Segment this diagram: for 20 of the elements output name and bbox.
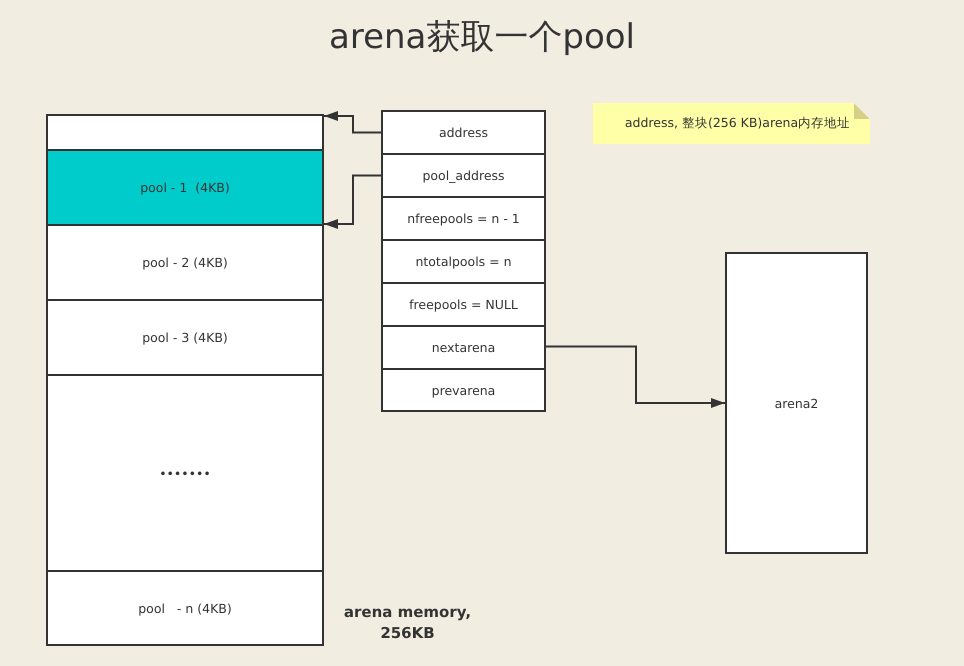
diagram-title: arena获取一个pool bbox=[328, 16, 636, 59]
caption-label: arena memory, 256KB bbox=[342, 602, 472, 644]
pool-block: pool - 2 (4KB) bbox=[46, 224, 324, 301]
pool-block: pool - n (4KB) bbox=[46, 570, 324, 646]
field-cell: address bbox=[381, 110, 546, 155]
field-cell: ntotalpools = n bbox=[381, 239, 546, 284]
field-cell: pool_address bbox=[381, 153, 546, 198]
arrow bbox=[546, 346, 725, 408]
pool-block: pool - 1 (4KB) bbox=[46, 149, 324, 226]
arena-box: arena2 bbox=[725, 252, 868, 554]
memory-block bbox=[46, 114, 324, 151]
field-cell: nfreepools = n - 1 bbox=[381, 196, 546, 241]
pool-block: ••••••• bbox=[46, 374, 324, 572]
field-cell: nextarena bbox=[381, 325, 546, 370]
field-cell: freepools = NULL bbox=[381, 282, 546, 327]
arrow bbox=[324, 174, 381, 229]
field-cell: prevarena bbox=[381, 368, 546, 412]
sticky-note: address, 整块(256 KB)arena内存地址 bbox=[593, 103, 870, 144]
pool-block: pool - 3 (4KB) bbox=[46, 299, 324, 376]
arrow bbox=[324, 111, 381, 134]
